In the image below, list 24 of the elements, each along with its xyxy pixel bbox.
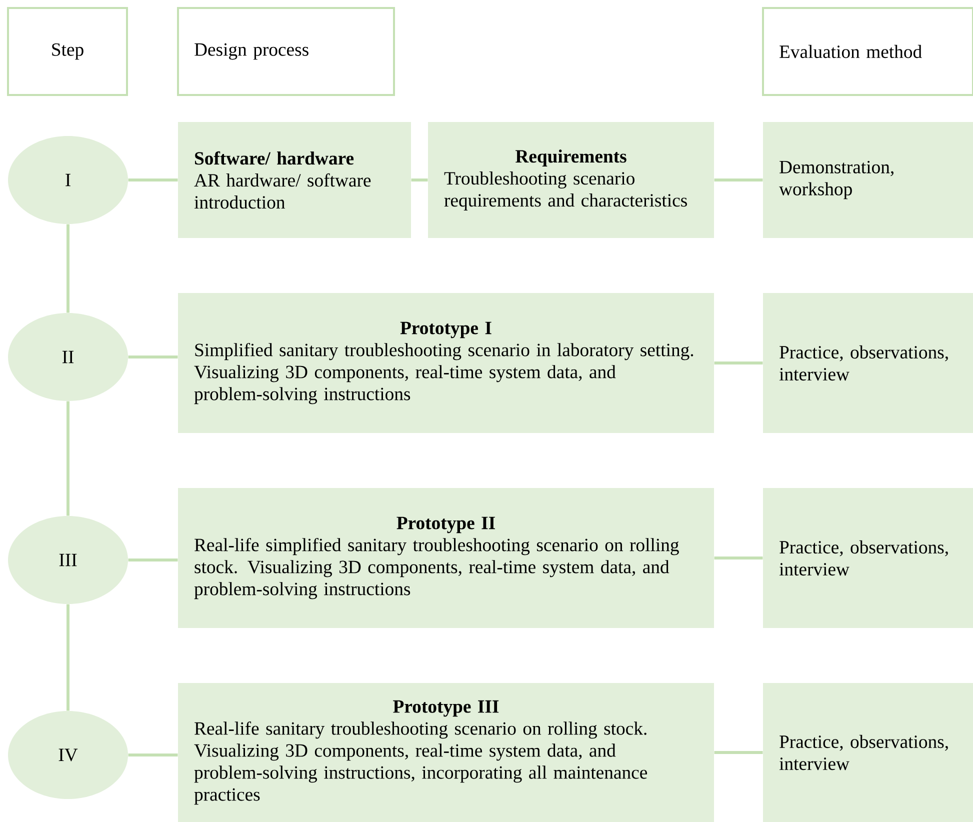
connector-line (66, 224, 70, 313)
process-box: Demonstration, workshop (763, 122, 973, 238)
connector-line (714, 751, 763, 754)
process-box: Practice, observations, interview (763, 683, 973, 822)
connector-line (411, 178, 428, 182)
connector-line (714, 362, 763, 364)
connector-line (714, 556, 763, 560)
process-box: Prototype III Real-life sanitary troubleshooting scenario on rolling stock. Visualizing 3D components, real-time system data, and problem-solving instructions, incorporating all maintenance practices (178, 683, 714, 822)
process-box: Prototype I Simplified sanitary troubleshooting scenario in laboratory setting. Visualizing 3D components, real-time system data, and problem-solving instructions (178, 293, 714, 433)
column-header: Evaluation method (762, 7, 973, 96)
column-header: Design process (177, 7, 395, 96)
connector-line (128, 754, 178, 756)
connector-line (128, 178, 178, 182)
connector-line (128, 356, 178, 358)
process-box: Software/ hardware AR hardware/ software introduction (178, 122, 411, 238)
column-header: Step (7, 7, 128, 96)
process-box: Practice, observations, interview (763, 293, 973, 433)
process-box: Practice, observations, interview (763, 488, 973, 628)
connector-line (66, 401, 70, 516)
process-box: Prototype II Real-life simplified sanitary troubleshooting scenario on rolling stock. Visualizing 3D components, real-time system data, and problem-solving instructions (178, 488, 714, 628)
connector-line (66, 604, 70, 711)
connector-line (714, 178, 763, 182)
connector-line (128, 558, 178, 562)
process-box: Requirements Troubleshooting scenario requirements and characteristics (428, 122, 714, 238)
